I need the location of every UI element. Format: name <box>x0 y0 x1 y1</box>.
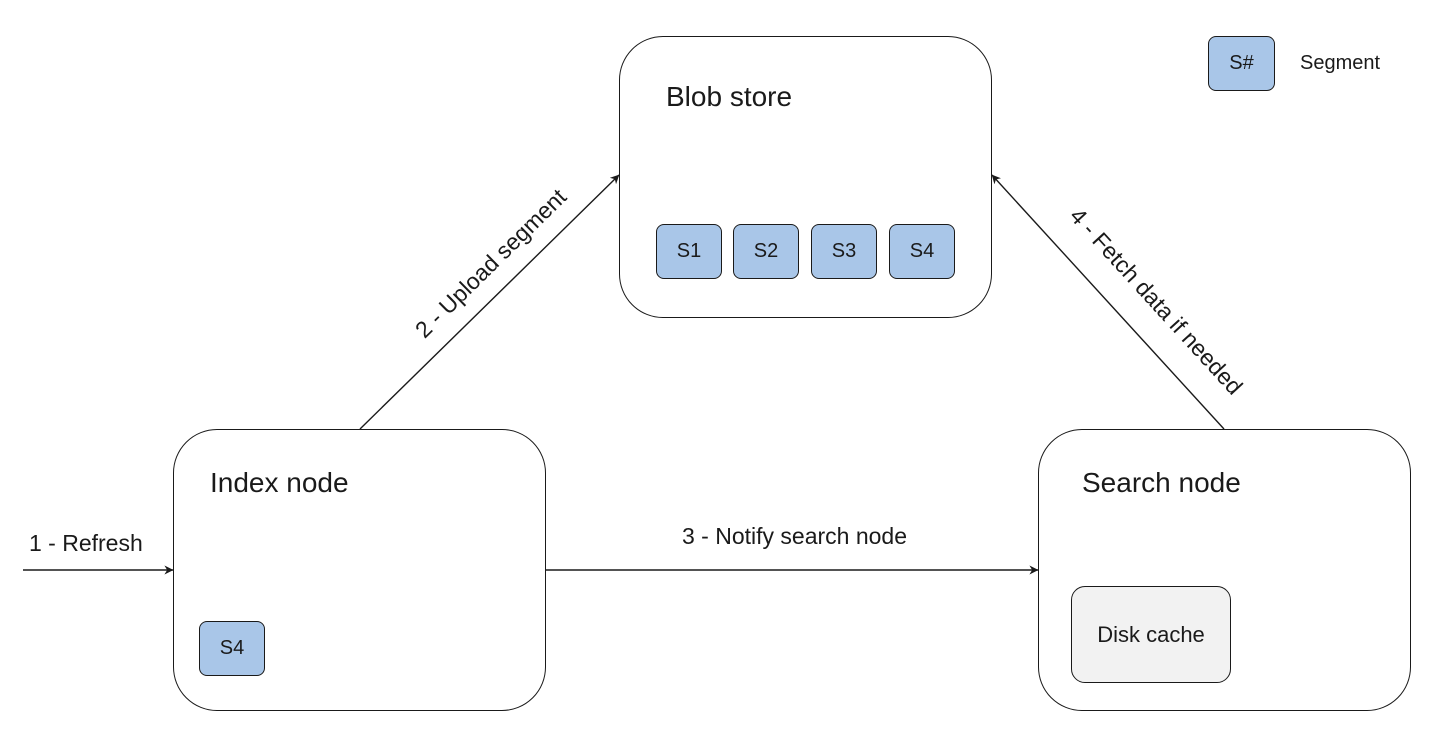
fetch-data-arrow <box>991 174 1225 430</box>
legend-segment-label: Segment <box>1300 52 1381 74</box>
blob-store-title: Blob store <box>666 81 793 112</box>
blob-store-node: Blob store S1 S2 S3 S4 <box>619 36 992 318</box>
refresh-step-label: 1 - Refresh <box>29 530 143 556</box>
search-node-title: Search node <box>1082 467 1241 498</box>
disk-cache-box: Disk cache <box>1071 586 1231 683</box>
index-node: Index node S4 <box>173 429 546 711</box>
legend-segment-swatch: S# <box>1208 36 1275 91</box>
index-node-title: Index node <box>210 467 349 498</box>
index-segment-s4: S4 <box>199 621 265 676</box>
upload-segment-arrow <box>359 174 620 430</box>
segment-s3: S3 <box>811 224 877 279</box>
segment-s2: S2 <box>733 224 799 279</box>
search-node: Search node Disk cache <box>1038 429 1411 711</box>
segment-s1: S1 <box>656 224 722 279</box>
notify-step-label: 3 - Notify search node <box>682 523 908 549</box>
segment-s4: S4 <box>889 224 955 279</box>
